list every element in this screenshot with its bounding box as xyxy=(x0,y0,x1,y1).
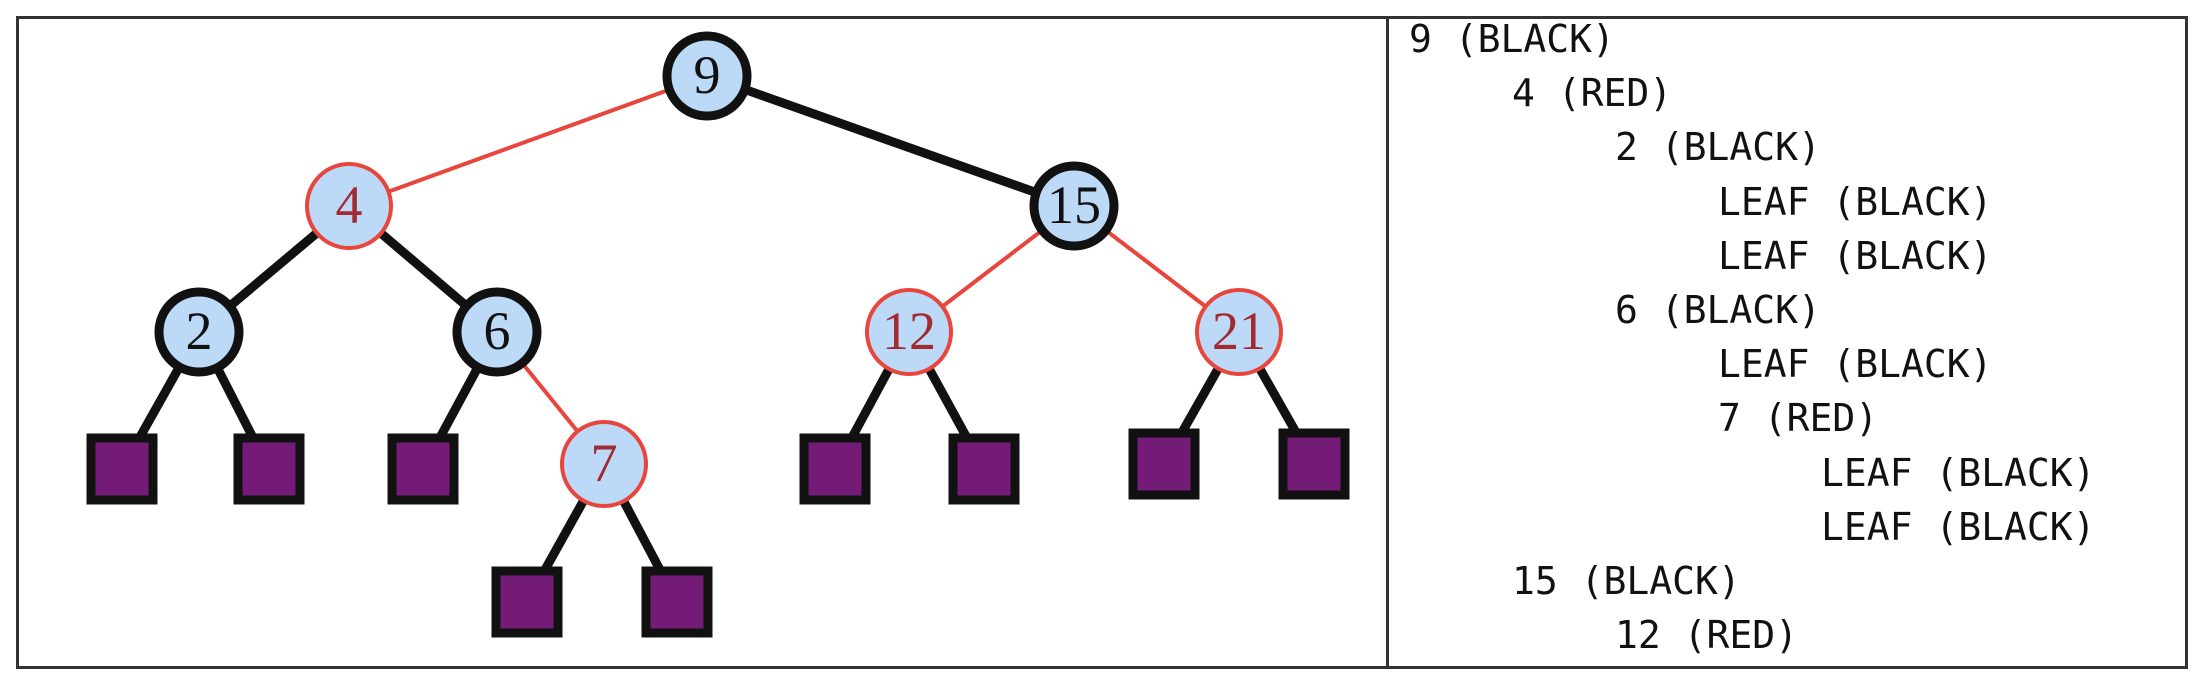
node-label: 2 xyxy=(186,301,213,361)
tree-text-listing: 9 (BLACK) 4 (RED) 2 (BLACK) LEAF (BLACK) LEA… xyxy=(1389,19,2185,666)
node-label: 7 xyxy=(591,433,618,493)
leaf-node xyxy=(799,433,871,505)
tree-node-2: 2 xyxy=(154,287,244,377)
listing-line: LEAF (BLACK) xyxy=(1718,233,1993,278)
node-circle xyxy=(452,287,542,377)
node-label: 9 xyxy=(694,45,721,105)
node-circle xyxy=(1029,161,1119,251)
node-circle xyxy=(865,288,953,376)
listing-line: 6 (BLACK) xyxy=(1615,288,1821,332)
node-circle xyxy=(662,31,752,121)
listing-line: 9 (BLACK) xyxy=(1409,19,1615,61)
tree-node-12: 12 xyxy=(865,288,953,376)
node-circle xyxy=(1195,288,1283,376)
tree-node-4: 4 xyxy=(305,162,393,250)
listing-line: LEAF (BLACK) xyxy=(1821,450,2096,495)
leaf-node xyxy=(387,433,459,505)
listing-line: LEAF (BLACK) xyxy=(1821,504,2096,549)
node-label: 21 xyxy=(1212,301,1266,361)
leaf-node xyxy=(1278,428,1350,500)
node-label: 15 xyxy=(1047,175,1101,235)
tree-node-6: 6 xyxy=(452,287,542,377)
listing-line: 7 (RED) xyxy=(1718,396,1879,441)
node-label: 12 xyxy=(882,301,936,361)
edges-layer xyxy=(118,71,1318,605)
edge-n9-n15 xyxy=(705,71,1076,211)
listing-line: 15 (BLACK) xyxy=(1512,559,1741,603)
tree-node-21: 21 xyxy=(1195,288,1283,376)
leaves-layer xyxy=(86,428,1350,638)
leaf-node xyxy=(86,433,158,505)
tree-node-15: 15 xyxy=(1029,161,1119,251)
edge-n9-n4 xyxy=(348,74,708,208)
leaf-node xyxy=(491,566,563,638)
node-circle xyxy=(154,287,244,377)
listing-line: 2 (BLACK) xyxy=(1615,125,1821,170)
tree-node-7: 7 xyxy=(560,420,648,508)
leaf-node xyxy=(1128,428,1200,500)
node-circle xyxy=(560,420,648,508)
leaf-node xyxy=(233,433,305,505)
listing-line: LEAF (BLACK) xyxy=(1718,179,1993,224)
node-label: 4 xyxy=(336,175,363,235)
leaf-node xyxy=(641,566,713,638)
node-label: 6 xyxy=(484,301,511,361)
listing-line: LEAF (BLACK) xyxy=(1718,342,1993,387)
tree-node-9: 9 xyxy=(662,31,752,121)
node-circle xyxy=(305,162,393,250)
leaf-node xyxy=(948,433,1020,505)
listing-line: 4 (RED) xyxy=(1512,71,1673,116)
listing-line: 12 (RED) xyxy=(1615,613,1799,658)
